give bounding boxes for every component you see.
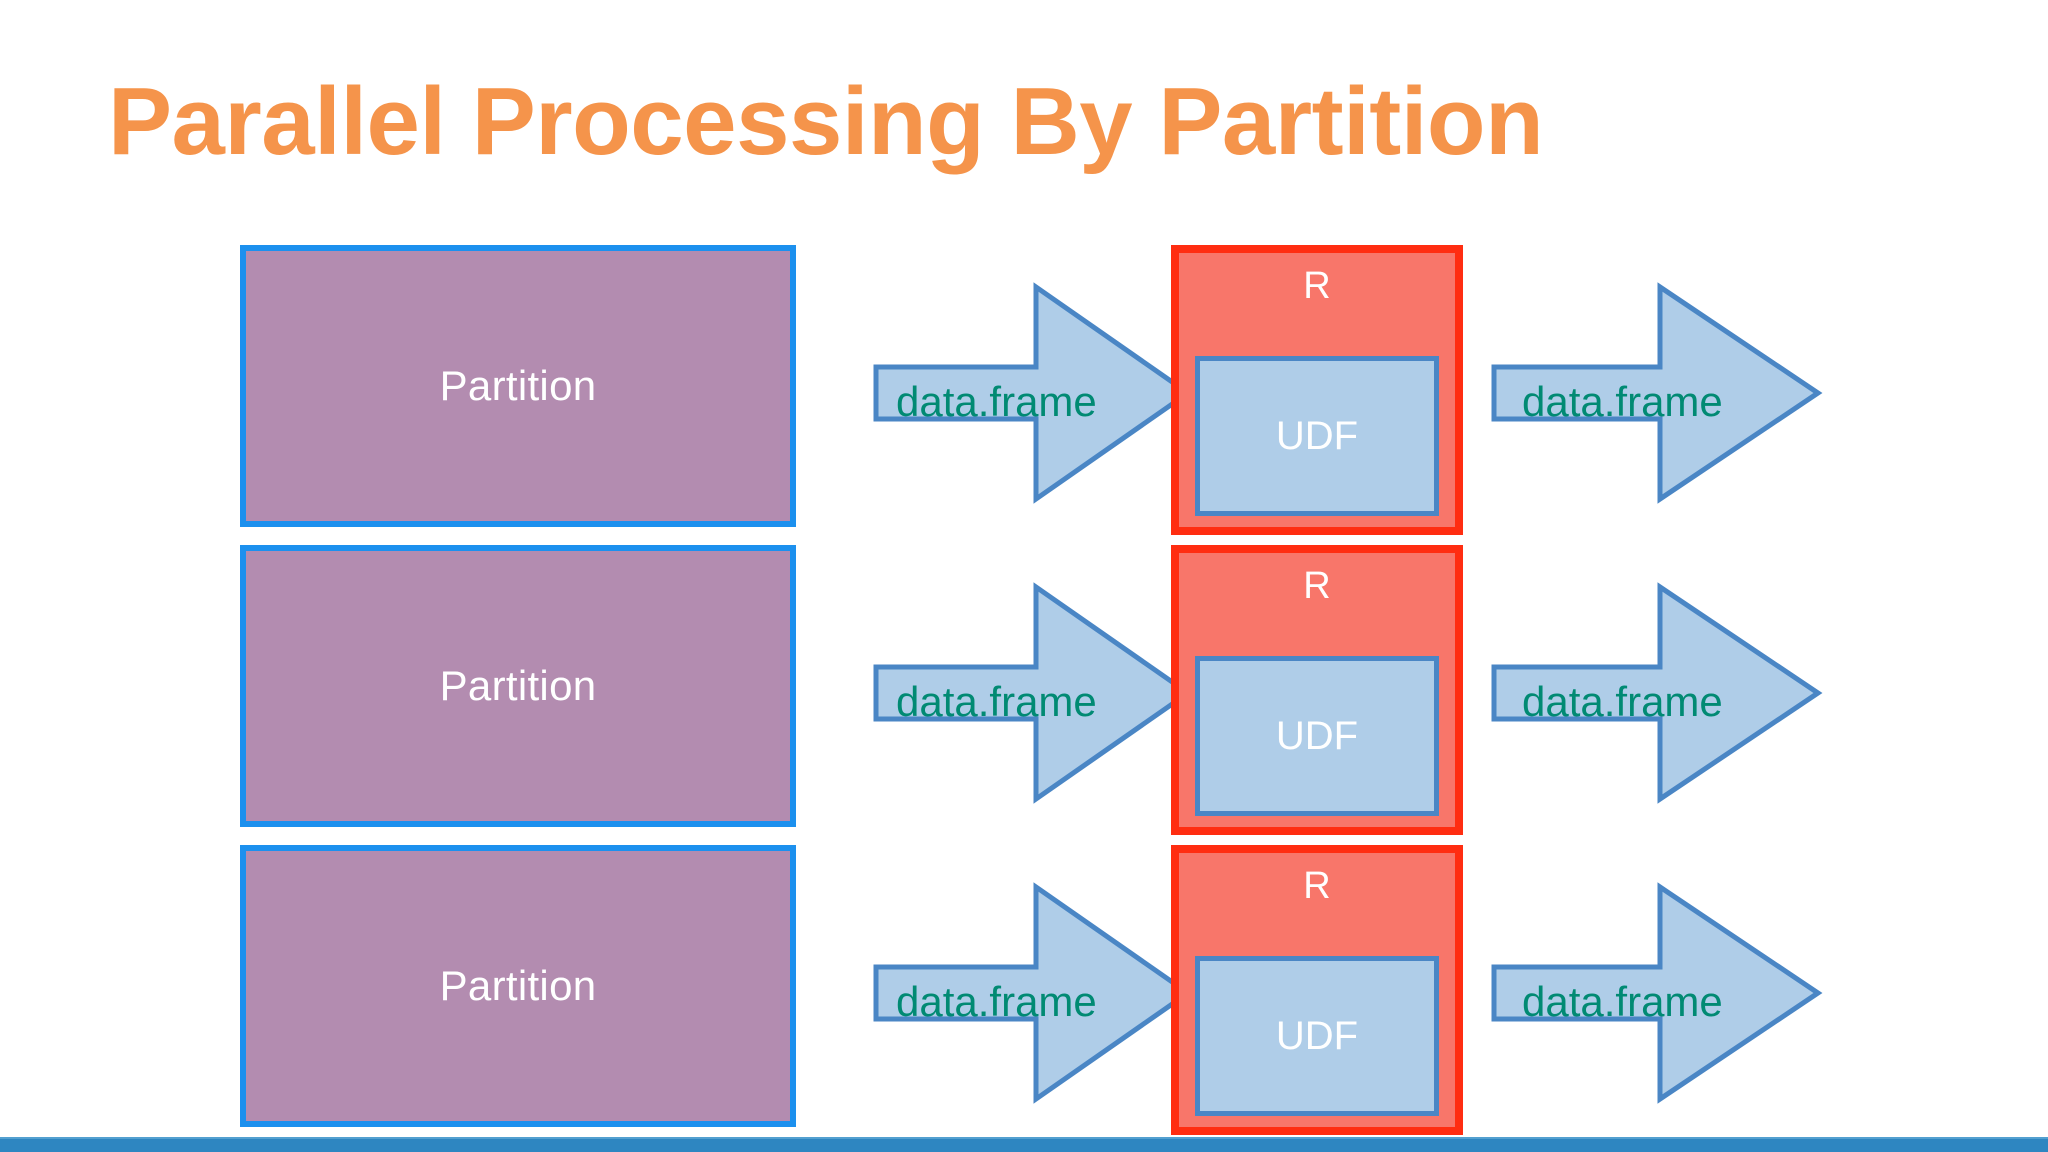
input-arrow[interactable]: data.frame (873, 567, 1193, 819)
partition-box[interactable]: Partition (240, 545, 796, 827)
arrow-right-icon (1491, 582, 1823, 804)
footer-bar-highlight (0, 1137, 2048, 1139)
r-engine-box[interactable]: R UDF (1171, 545, 1463, 835)
udf-box[interactable]: UDF (1195, 656, 1439, 816)
pipeline-row: Partition data.frame R UDF data.frame (0, 545, 2048, 845)
output-arrow[interactable]: data.frame (1491, 567, 1823, 819)
output-arrow[interactable]: data.frame (1491, 867, 1823, 1119)
udf-box[interactable]: UDF (1195, 956, 1439, 1116)
page-title: Parallel Processing By Partition (108, 68, 1544, 175)
r-engine-label: R (1303, 565, 1331, 607)
arrow-right-icon (873, 582, 1193, 804)
udf-box[interactable]: UDF (1195, 356, 1439, 516)
partition-label: Partition (439, 962, 597, 1009)
input-arrow[interactable]: data.frame (873, 267, 1193, 519)
partition-label: Partition (439, 362, 597, 409)
partition-box[interactable]: Partition (240, 245, 796, 527)
udf-label: UDF (1275, 1013, 1359, 1058)
arrow-right-icon (1491, 882, 1823, 1104)
partition-box[interactable]: Partition (240, 845, 796, 1127)
output-arrow[interactable]: data.frame (1491, 267, 1823, 519)
r-engine-label: R (1303, 865, 1331, 907)
input-arrow[interactable]: data.frame (873, 867, 1193, 1119)
r-engine-box[interactable]: R UDF (1171, 845, 1463, 1135)
arrow-right-icon (873, 882, 1193, 1104)
pipeline-row: Partition data.frame R UDF data.frame (0, 845, 2048, 1145)
r-engine-label: R (1303, 265, 1331, 307)
partition-label: Partition (439, 662, 597, 709)
pipeline-row: Partition data.frame R UDF data.frame (0, 245, 2048, 545)
arrow-right-icon (873, 282, 1193, 504)
footer-bar (0, 1137, 2048, 1152)
udf-label: UDF (1275, 713, 1359, 758)
udf-label: UDF (1275, 413, 1359, 458)
r-engine-box[interactable]: R UDF (1171, 245, 1463, 535)
arrow-right-icon (1491, 282, 1823, 504)
